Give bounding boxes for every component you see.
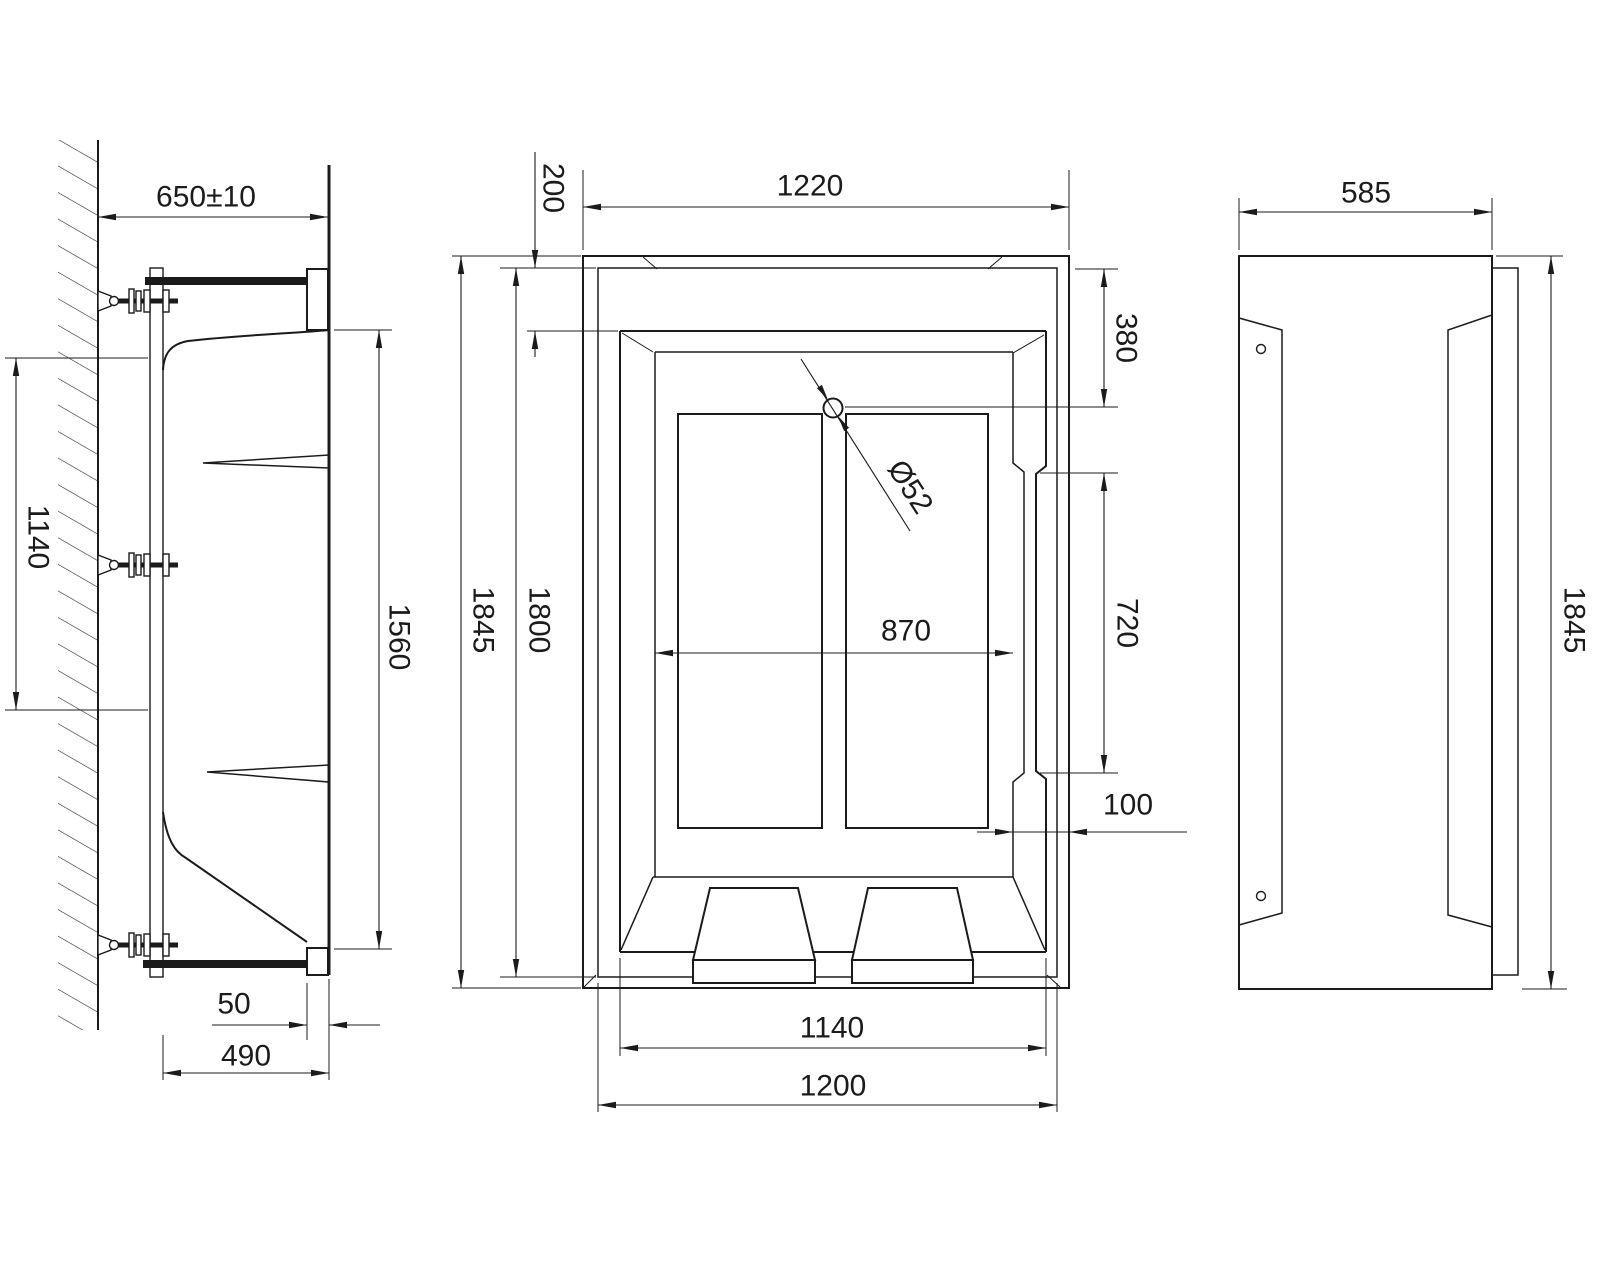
dim-drain-offset: 380 bbox=[1110, 313, 1143, 363]
shell-bottom-slope bbox=[162, 811, 308, 943]
side-profile-view: 585 1845 bbox=[1238, 177, 1591, 990]
fixing-hole-bottom bbox=[1255, 890, 1267, 902]
rim-bottom-bar bbox=[143, 960, 328, 968]
dim-rim-inset: 200 bbox=[537, 163, 570, 213]
dim-profile-height: 1845 bbox=[1558, 587, 1591, 654]
drain-leader bbox=[800, 358, 911, 532]
dim-drain-diameter: Ø52 bbox=[881, 454, 940, 520]
dim-shell-width: 1200 bbox=[800, 1070, 867, 1103]
front-lip-edge bbox=[1491, 267, 1519, 976]
basin-well-right bbox=[845, 413, 989, 829]
rim-cap-bottom bbox=[306, 947, 329, 976]
foot-pad-right-base bbox=[851, 959, 974, 984]
dim-shell-height-front: 1800 bbox=[523, 587, 556, 654]
front-view: Ø52 200 1220 1845 1800 380 720 870 bbox=[452, 152, 1187, 1112]
fixing-hole-top bbox=[1255, 343, 1267, 355]
rim-top-bar bbox=[145, 277, 328, 285]
drain-hole bbox=[822, 397, 844, 419]
basin-well-left bbox=[677, 413, 823, 829]
side-section-view: 650±10 1140 1560 50 490 bbox=[5, 140, 416, 1080]
dim-wall-offset: 650±10 bbox=[156, 181, 256, 214]
dim-basin-width: 870 bbox=[881, 615, 931, 648]
wall-hatch bbox=[58, 140, 98, 1030]
dim-inner-width: 1140 bbox=[800, 1012, 865, 1045]
seat-edge-lower bbox=[206, 764, 330, 783]
dim-grip-recess-height: 720 bbox=[1111, 598, 1144, 648]
dim-side-offset: 100 bbox=[1103, 789, 1153, 822]
shell-top-curve bbox=[162, 329, 330, 371]
apron-outline bbox=[582, 255, 1070, 989]
dim-overall-height: 1845 bbox=[467, 587, 500, 654]
foot-pad-left-base bbox=[692, 959, 816, 984]
seat-edge-upper bbox=[202, 454, 330, 469]
panel-fold-right bbox=[1447, 314, 1493, 928]
foot-pad-right bbox=[850, 887, 975, 961]
rim-cap-top bbox=[306, 268, 329, 331]
profile-body bbox=[1238, 255, 1493, 990]
dim-depth: 490 bbox=[221, 1040, 271, 1073]
dim-overall-width: 1220 bbox=[777, 170, 844, 203]
dim-cap: 50 bbox=[217, 988, 250, 1021]
dim-anchor-spacing: 1140 bbox=[22, 505, 55, 570]
basin-right-recess bbox=[1012, 352, 1025, 877]
shell-outline bbox=[597, 267, 1058, 978]
dim-shell-height: 1560 bbox=[383, 604, 416, 671]
rim-right-recess bbox=[1035, 331, 1047, 952]
dim-profile-depth: 585 bbox=[1341, 177, 1391, 210]
panel-fold-left bbox=[1238, 317, 1283, 926]
mounting-rail bbox=[149, 267, 164, 978]
foot-pad-left bbox=[691, 887, 817, 961]
